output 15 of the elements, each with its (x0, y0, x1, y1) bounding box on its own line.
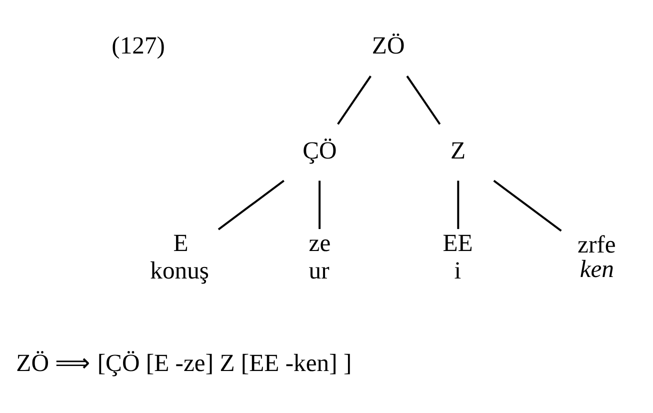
connector (318, 180, 321, 230)
label: ZÖ ⟹ [ÇÖ [E -ze] Z [EE -ken] ] (16, 350, 352, 377)
node-text: Z (450, 137, 466, 164)
connector (218, 180, 284, 230)
label: (127) (112, 32, 166, 60)
node-text: zrfe ken (578, 231, 616, 284)
connector (493, 180, 562, 232)
node-text: E konuş (150, 230, 210, 285)
node-text: ze ur (308, 230, 331, 285)
node-text: ÇÖ (302, 137, 337, 164)
node-text: EE i (442, 230, 473, 285)
connector (337, 76, 372, 125)
connector (457, 180, 460, 230)
connector (406, 76, 441, 125)
node-text: ZÖ (372, 32, 405, 60)
